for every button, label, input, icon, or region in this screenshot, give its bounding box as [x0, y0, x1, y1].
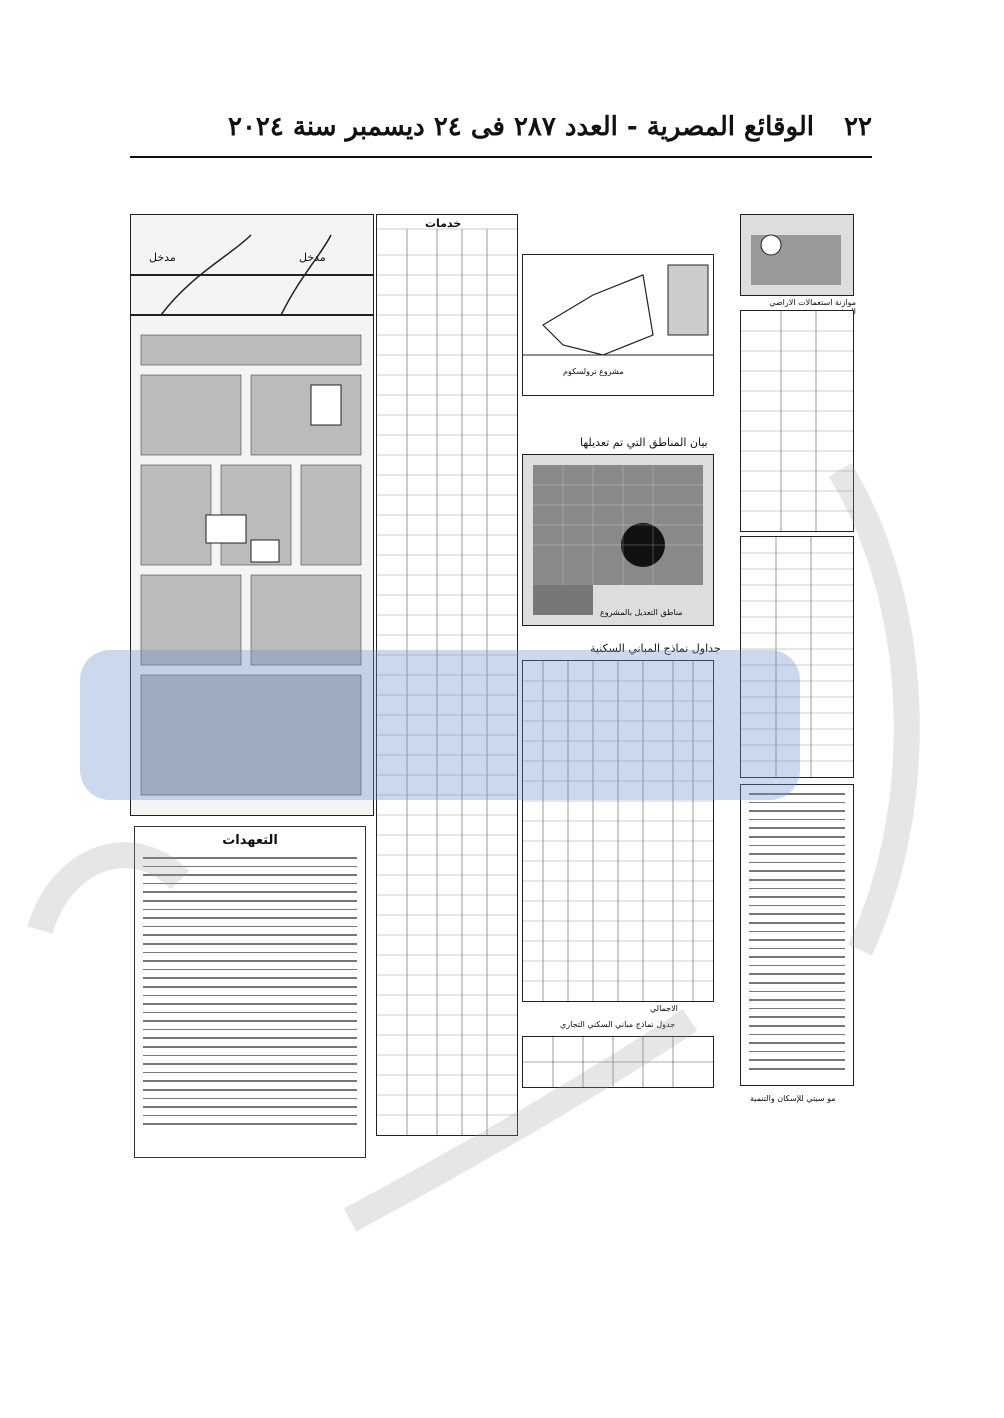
undertakings-text — [135, 857, 365, 1132]
modified-areas-map — [522, 454, 714, 626]
housing-table-grid — [523, 661, 713, 1001]
entrance-label-2: مدخل — [299, 251, 326, 264]
plots-table-grid — [741, 537, 853, 777]
entrance-label-1: مدخل — [149, 251, 176, 264]
services-table-grid — [377, 228, 517, 1135]
key-plan-thumbnail — [740, 214, 854, 296]
location-sketch — [523, 264, 713, 356]
services-table: خدمات — [376, 214, 518, 1136]
project-location-panel: مشروع ترولسكوم — [522, 254, 714, 396]
scanned-plan-sheet: مدخل مدخل التعهدات خدمات — [130, 214, 856, 1164]
page-number: ٢٢ — [844, 112, 872, 142]
housing-table-title: جداول نماذج المباني السكنية — [590, 642, 721, 655]
conditions-text — [741, 793, 853, 1077]
project-name-label: مشروع ترولسكوم — [563, 367, 624, 376]
undertakings-box: التعهدات — [134, 826, 366, 1158]
commercial-models-table — [522, 1036, 714, 1088]
modified-areas-heading: بيان المناطق التي تم تعديلها — [580, 436, 708, 449]
land-use-table-grid — [741, 311, 853, 531]
conditions-notes — [740, 784, 854, 1086]
land-use-table — [740, 310, 854, 532]
plots-table — [740, 536, 854, 778]
undertakings-title: التعهدات — [222, 833, 278, 848]
commercial-table-grid — [523, 1037, 713, 1087]
page-title: الوقائع المصرية - العدد ٢٨٧ فى ٢٤ ديسمبر… — [228, 112, 815, 142]
services-table-title: خدمات — [425, 217, 462, 230]
site-plan-drawing — [131, 215, 373, 815]
commercial-table-title: جدول نماذج مباني السكني التجاري — [560, 1020, 676, 1029]
site-plan-map: مدخل مدخل — [130, 214, 374, 816]
key-plan-drawing — [751, 234, 841, 285]
housing-total-label: الاجمالي — [650, 1004, 678, 1013]
page-header: ٢٢ الوقائع المصرية - العدد ٢٨٧ فى ٢٤ ديس… — [130, 112, 872, 152]
housing-models-table — [522, 660, 714, 1002]
company-name: مو سيتي للإسكان والتنمية — [750, 1094, 836, 1103]
header-rule — [130, 156, 872, 158]
modified-areas-drawing — [533, 465, 703, 615]
modified-areas-legend: مناطق التعديل بالمشروع — [600, 608, 683, 617]
